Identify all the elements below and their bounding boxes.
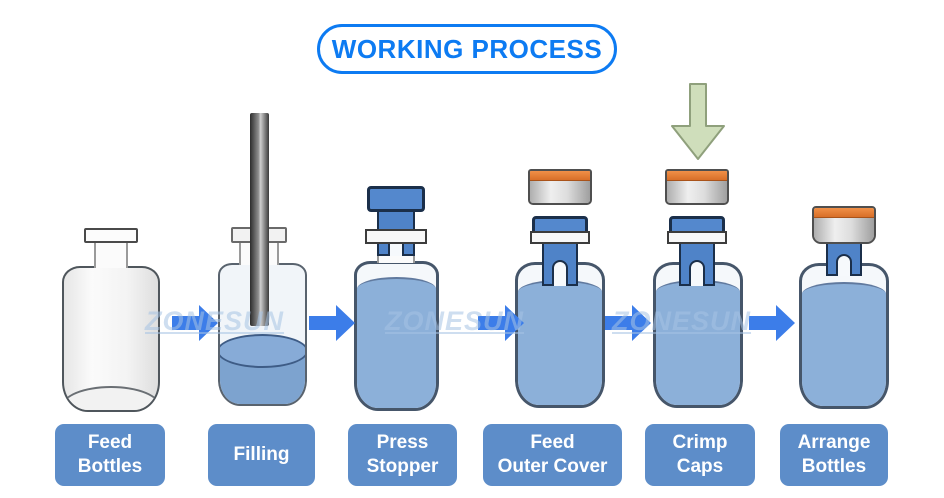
neck-rim-band xyxy=(530,231,590,244)
neck-rim-band xyxy=(365,229,427,244)
liquid xyxy=(357,277,436,408)
stopper-arch xyxy=(836,254,852,276)
liquid xyxy=(656,280,740,405)
page-title: WORKING PROCESS xyxy=(317,24,617,74)
vial-base xyxy=(64,386,158,410)
cap-body xyxy=(667,181,727,203)
rubber-stopper-legs xyxy=(679,240,715,286)
bottle-body xyxy=(799,263,889,409)
right-arrow-icon xyxy=(749,305,795,341)
stage-label-feed-bottles: Feed Bottles xyxy=(55,424,165,486)
stage-label-filling: Filling xyxy=(208,424,315,486)
down-arrow-icon xyxy=(671,83,725,160)
stopper-arch xyxy=(552,260,568,286)
bottle-body xyxy=(354,261,439,411)
liquid xyxy=(518,280,602,405)
aluminum-cap xyxy=(528,169,592,205)
aluminum-cap xyxy=(665,169,729,205)
cap-body xyxy=(530,181,590,203)
vial-neck xyxy=(94,241,128,268)
rubber-stopper-flange xyxy=(367,186,425,212)
cap-orange-top xyxy=(530,171,590,181)
right-arrow-icon xyxy=(605,305,651,341)
vial-rim xyxy=(84,228,138,243)
liquid xyxy=(802,282,886,406)
bottle-body xyxy=(653,262,743,408)
neck-rim-band xyxy=(667,231,727,244)
filling-nozzle xyxy=(250,113,269,326)
stage-label-feed-outer-cover: Feed Outer Cover xyxy=(483,424,622,486)
stage-label-crimp-caps: Crimp Caps xyxy=(645,424,755,486)
rubber-stopper-legs xyxy=(542,240,578,286)
cap-orange-top xyxy=(814,208,874,218)
liquid-surface xyxy=(220,334,305,368)
vial-body xyxy=(62,266,160,412)
stopper-arch xyxy=(689,260,705,286)
stage-label-arrange-bottles: Arrange Bottles xyxy=(780,424,888,486)
rubber-stopper-legs xyxy=(826,242,862,276)
cap-orange-top xyxy=(667,171,727,181)
stage-label-press-stopper: Press Stopper xyxy=(348,424,457,486)
right-arrow-icon xyxy=(309,305,355,341)
cap-body xyxy=(814,218,874,242)
right-arrow-icon xyxy=(478,305,524,341)
aluminum-cap xyxy=(812,206,876,244)
right-arrow-icon xyxy=(172,305,218,341)
